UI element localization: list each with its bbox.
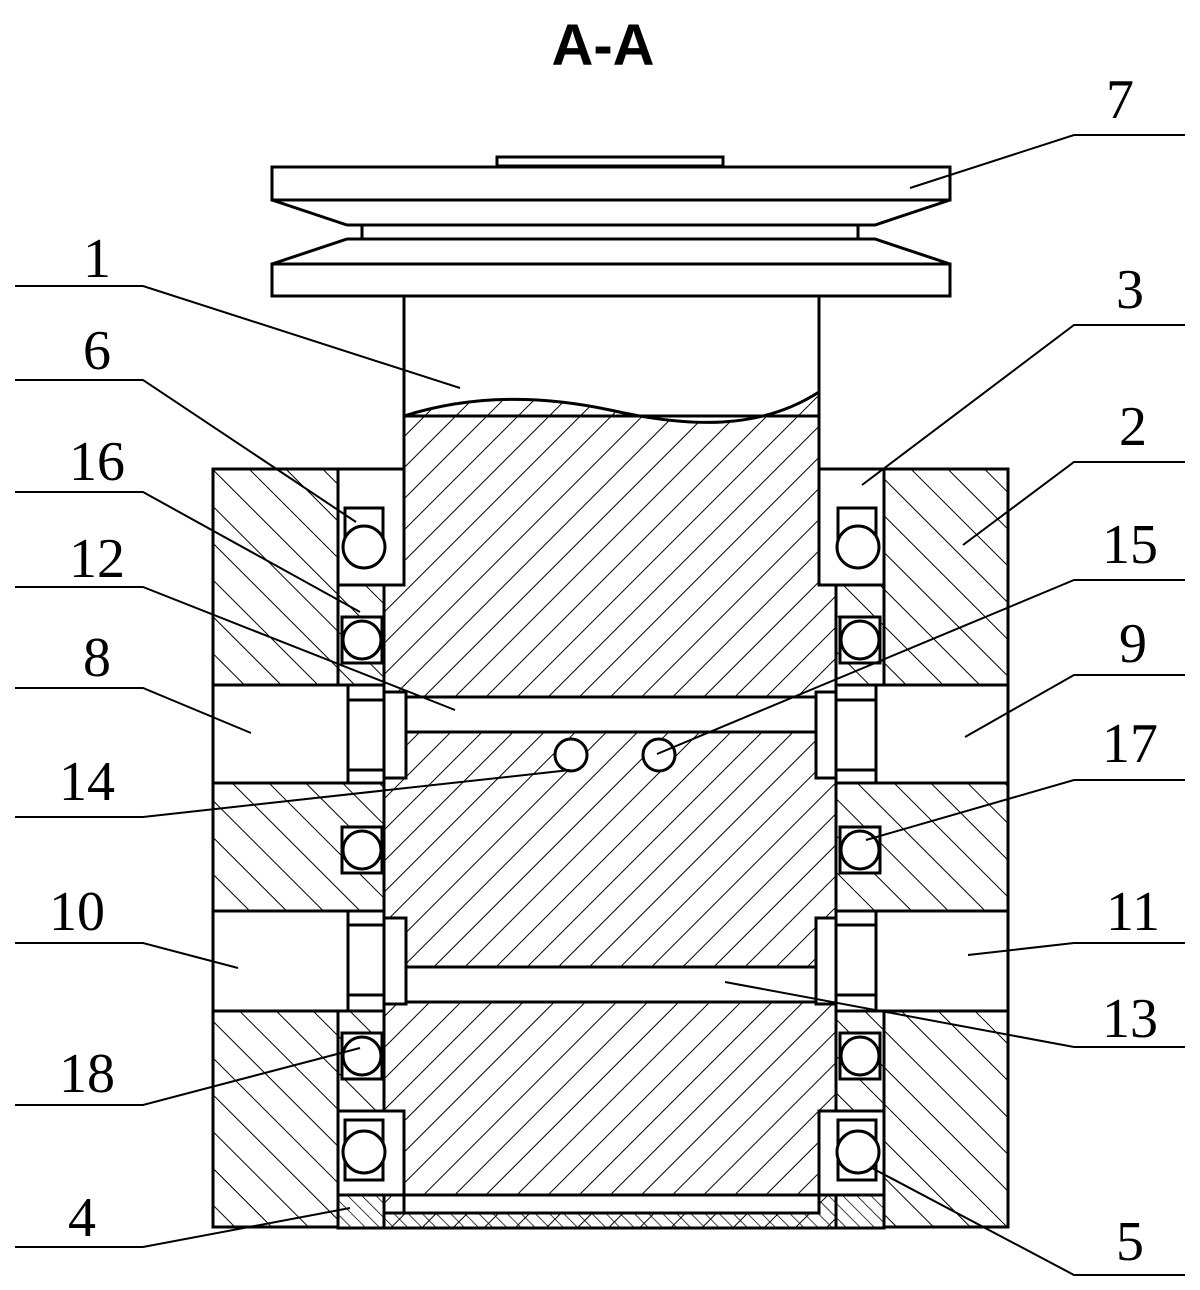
- channel-13: [404, 965, 818, 1004]
- label-16: 16: [69, 431, 125, 493]
- section-title: A-A: [551, 13, 654, 78]
- label-5: 5: [1116, 1211, 1144, 1273]
- label-3: 3: [1116, 259, 1144, 321]
- bearing-top-left: [336, 467, 406, 587]
- label-9: 9: [1119, 613, 1147, 675]
- label-17: 17: [1102, 713, 1158, 775]
- label-15: 15: [1102, 514, 1158, 576]
- bearing-top-right: [817, 467, 886, 587]
- label-12: 12: [69, 528, 125, 590]
- port-11: [874, 909, 1010, 1013]
- label-6: 6: [83, 320, 111, 382]
- label-14: 14: [59, 751, 115, 813]
- label-8: 8: [83, 627, 111, 689]
- ports: [211, 683, 1010, 1013]
- label-4: 4: [68, 1187, 96, 1249]
- pulley: [270, 155, 952, 298]
- end-cap: [336, 1193, 886, 1230]
- label-11: 11: [1106, 881, 1160, 943]
- label-7: 7: [1106, 69, 1134, 131]
- seal-rings: [340, 615, 882, 1081]
- label-2: 2: [1119, 396, 1147, 458]
- bearing-bottom-left: [336, 1109, 406, 1197]
- shaft-channels: [382, 690, 838, 1006]
- port-9: [874, 683, 1010, 785]
- small-holes: [553, 737, 677, 773]
- bearing-bottom-right: [817, 1109, 886, 1197]
- channel-12: [404, 695, 818, 734]
- label-13: 13: [1102, 988, 1158, 1050]
- leader-lines: [15, 134, 1185, 1276]
- label-18: 18: [59, 1043, 115, 1105]
- label-10: 10: [49, 881, 105, 943]
- port-10: [211, 909, 350, 1013]
- label-1: 1: [83, 228, 111, 290]
- part-labels: 7 1 3 6 2 16 15 12 8 9 17 14 10 11 13 18…: [49, 69, 1160, 1273]
- shaft: [382, 294, 838, 1230]
- port-8: [211, 683, 350, 785]
